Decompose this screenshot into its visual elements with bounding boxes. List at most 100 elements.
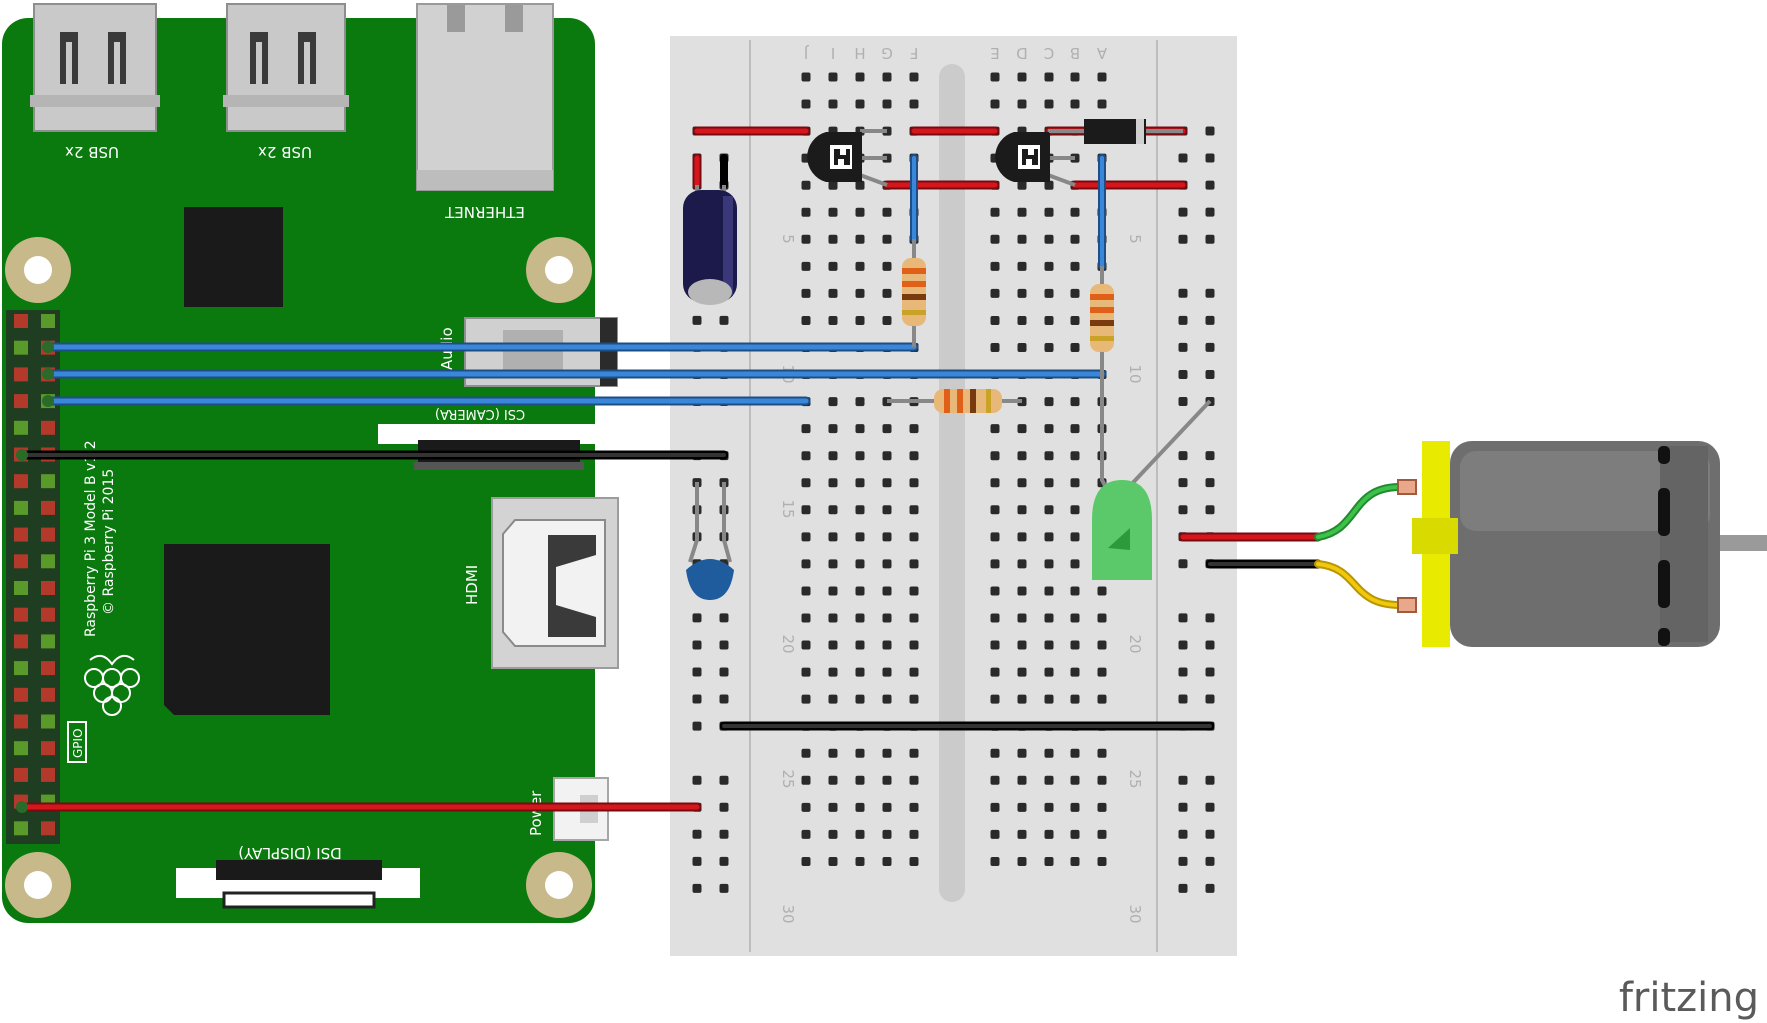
- gpio-header: [6, 310, 60, 844]
- breadboard-hole: [855, 207, 865, 217]
- breadboard-hole: [1070, 775, 1080, 785]
- column-label: F: [910, 44, 919, 62]
- row-number: 5: [779, 234, 797, 244]
- breadboard-holes: [692, 72, 1215, 893]
- breadboard-hole: [855, 856, 865, 866]
- breadboard-hole: [1044, 424, 1054, 434]
- breadboard-hole: [1070, 343, 1080, 352]
- rail-hole: [1178, 288, 1188, 298]
- breadboard-hole: [1044, 261, 1054, 271]
- breadboard-hole: [1044, 180, 1054, 190]
- rail-hole: [1178, 640, 1188, 650]
- rail-hole: [1205, 315, 1215, 325]
- dsi-label: DSI (DISPLAY): [238, 844, 341, 862]
- breadboard-hole: [1070, 856, 1080, 866]
- breadboard-hole: [1070, 613, 1080, 623]
- rail-hole: [1205, 207, 1215, 217]
- breadboard-hole: [882, 802, 892, 812]
- rail-hole: [1178, 505, 1188, 515]
- gpio-pin: [41, 714, 55, 729]
- breadboard-hole: [1044, 667, 1054, 677]
- gpio-pin: [14, 554, 28, 569]
- breadboard-hole: [1044, 829, 1054, 839]
- rail-hole: [692, 721, 702, 731]
- breadboard-hole: [1070, 829, 1080, 839]
- breadboard-hole: [855, 640, 865, 650]
- breadboard-hole: [1017, 532, 1027, 542]
- rail-hole: [1205, 802, 1215, 812]
- breadboard-hole: [1017, 667, 1027, 677]
- column-label: G: [881, 44, 893, 62]
- breadboard-hole: [990, 829, 1000, 839]
- gpio-pin: [41, 767, 55, 782]
- led-green: [1092, 374, 1212, 580]
- breadboard-hole: [801, 775, 811, 785]
- gpio-pin: [14, 581, 28, 595]
- gpio-pin: [14, 527, 28, 542]
- breadboard-hole: [1017, 613, 1027, 623]
- breadboard-hole: [1097, 694, 1107, 704]
- gpio-pin: [41, 661, 55, 676]
- breadboard-hole: [1097, 829, 1107, 839]
- breadboard-hole: [855, 424, 865, 434]
- rail-hole: [1205, 369, 1215, 379]
- breadboard-hole: [1070, 397, 1080, 407]
- transistor-1: [807, 129, 888, 187]
- rail-hole: [1205, 775, 1215, 785]
- breadboard-hole: [909, 451, 919, 461]
- breadboard-hole: [1044, 234, 1054, 244]
- rail-hole: [1205, 234, 1215, 244]
- breadboard-hole: [882, 207, 892, 217]
- breadboard-hole: [1097, 667, 1107, 677]
- gpio-pin: [41, 314, 55, 328]
- column-label: E: [990, 44, 999, 62]
- breadboard-hole: [882, 478, 892, 488]
- breadboard-hole: [1070, 207, 1080, 217]
- breadboard-hole: [882, 694, 892, 704]
- breadboard-hole: [828, 180, 838, 190]
- hdmi-label: HDMI: [463, 565, 481, 605]
- breadboard-hole: [909, 532, 919, 542]
- breadboard-hole: [1044, 99, 1054, 109]
- breadboard-hole: [1070, 640, 1080, 650]
- usb-controller-chip: [184, 207, 283, 307]
- gpio-pin: [14, 394, 28, 409]
- wire-endpoints: [16, 341, 54, 813]
- model-label: Raspberry Pi 3 Model B v1.2: [83, 440, 99, 637]
- breadboard-hole: [828, 775, 838, 785]
- breadboard-hole: [1070, 559, 1080, 569]
- breadboard-hole: [828, 613, 838, 623]
- column-label: H: [854, 44, 865, 62]
- breadboard-hole: [990, 532, 1000, 542]
- breadboard-hole: [1044, 451, 1054, 461]
- hdmi-port: [491, 497, 619, 669]
- breadboard-hole: [990, 640, 1000, 650]
- rail-hole: [1205, 180, 1215, 190]
- breadboard-hole: [801, 802, 811, 812]
- breadboard-hole: [990, 207, 1000, 217]
- breadboard-hole: [909, 478, 919, 488]
- breadboard-hole: [1097, 640, 1107, 650]
- gpio-pin: [41, 500, 55, 515]
- breadboard-hole: [1017, 559, 1027, 569]
- breadboard-hole: [1070, 532, 1080, 542]
- breadboard-hole: [882, 261, 892, 271]
- rail-hole: [1205, 126, 1215, 136]
- breadboard-hole: [1097, 802, 1107, 812]
- breadboard-ravine: [939, 64, 965, 902]
- breadboard-hole: [882, 288, 892, 298]
- column-label: B: [1070, 44, 1080, 62]
- breadboard-hole: [801, 667, 811, 677]
- rail-hole: [719, 802, 729, 812]
- breadboard-hole: [801, 234, 811, 244]
- breadboard-hole: [801, 315, 811, 325]
- column-label: D: [1016, 44, 1028, 62]
- rail-hole: [719, 613, 729, 623]
- breadboard-hole: [990, 559, 1000, 569]
- breadboard-hole: [882, 424, 892, 434]
- breadboard-hole: [828, 586, 838, 596]
- breadboard-hole: [882, 613, 892, 623]
- breadboard-hole: [909, 667, 919, 677]
- gpio-pin: [14, 367, 28, 382]
- breadboard-hole: [1017, 586, 1027, 596]
